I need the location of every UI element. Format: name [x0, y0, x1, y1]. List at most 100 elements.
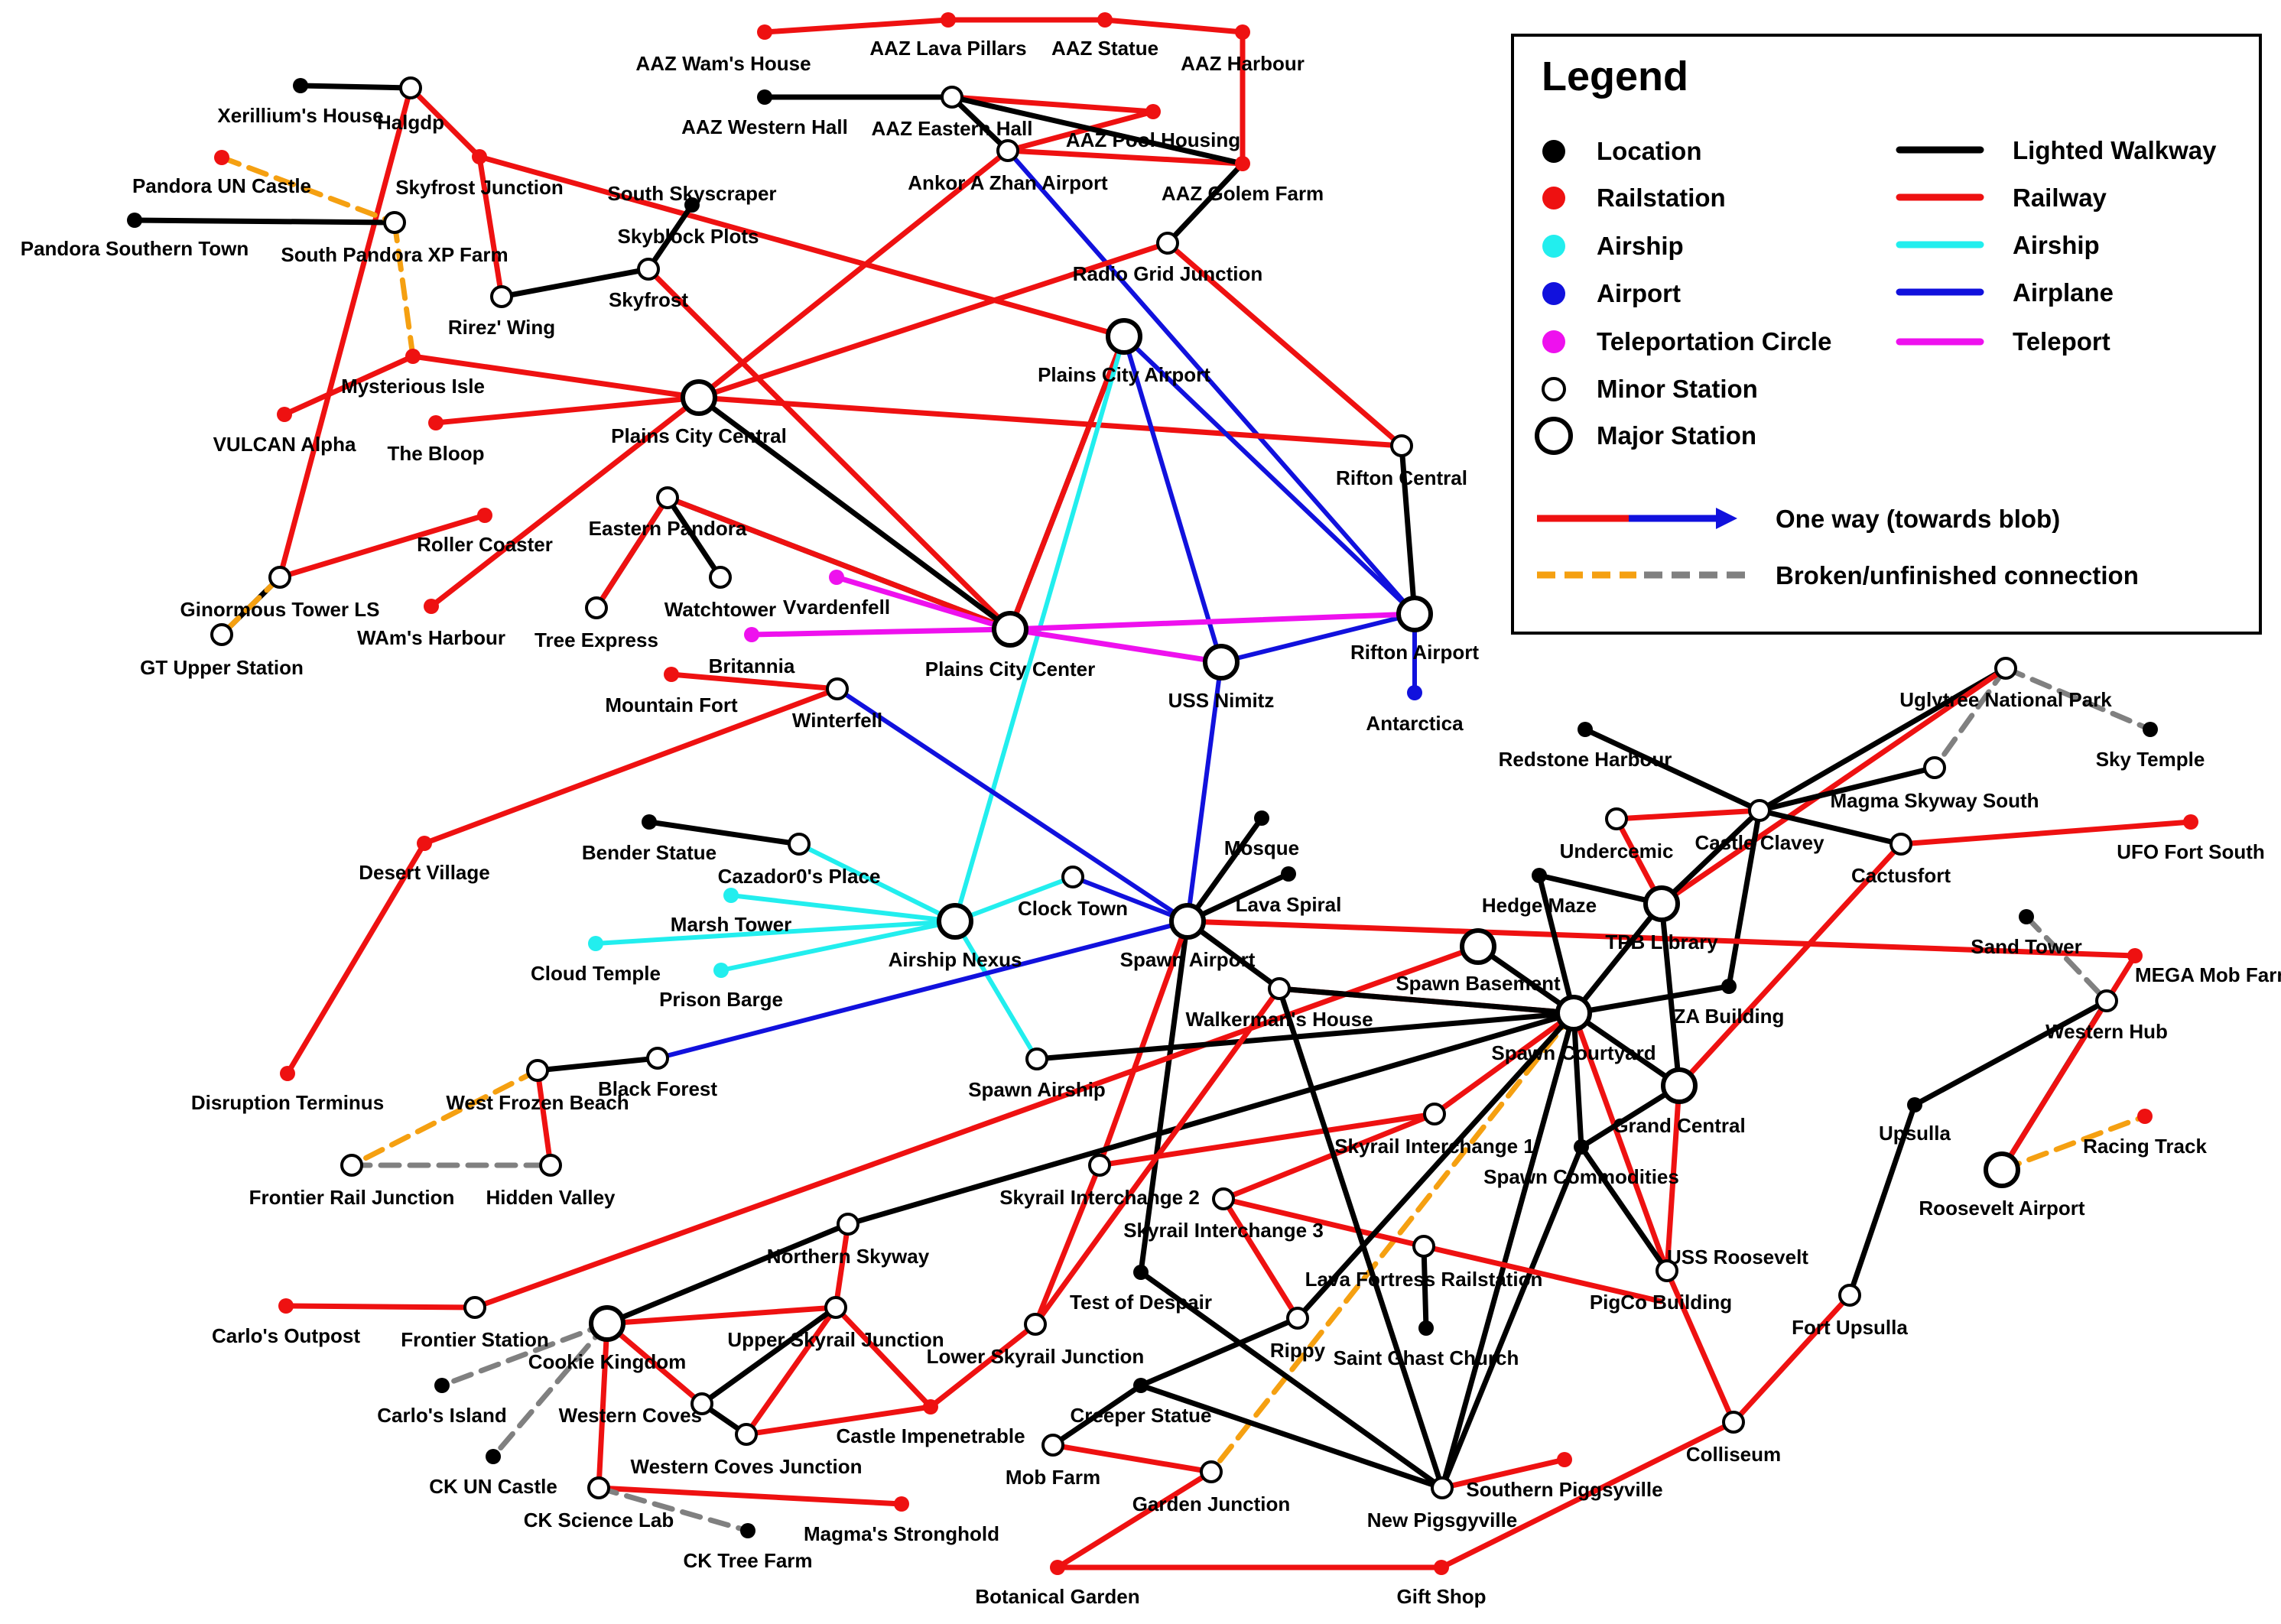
connection-walk-riftonc-riftonap: [1399, 443, 1418, 617]
connection-walk-sskys-skyfrost: [645, 202, 695, 272]
station-node-lavaspiral: [1281, 866, 1296, 882]
station-label-giftshop: Gift Shop: [1397, 1585, 1487, 1608]
station-label-botanical: Botanical Garden: [975, 1585, 1139, 1608]
station-label-britannia: Britannia: [709, 654, 795, 677]
station-node-bloop: [428, 415, 444, 430]
connection-walk-spawncomm-newpiggs: [1439, 1144, 1584, 1491]
station-node-britannia: [744, 627, 759, 642]
station-label-aazgf: AAZ Golem Farm: [1162, 182, 1324, 205]
connection-walk-clavey-zabuild: [1726, 807, 1763, 989]
station-label-roller: Roller Coaster: [417, 533, 553, 556]
connection-walk-rippy-spawncourt: [1295, 1010, 1577, 1321]
station-label-westcoves: Western Coves: [559, 1404, 702, 1427]
station-label-lowerskyrail: Lower Skyrail Junction: [927, 1345, 1145, 1368]
station-label-frontierrj: Frontier Rail Junction: [249, 1186, 455, 1209]
station-label-carlosisland: Carlo's Island: [377, 1404, 506, 1427]
connection-rail-aazwh-aazlp: [762, 17, 951, 35]
connection-rail-upperskyrail-westcovesj: [743, 1304, 839, 1437]
station-label-pigco: PigCo Building: [1590, 1291, 1732, 1314]
station-node-ckuncastle: [486, 1449, 501, 1464]
connection-rail-pcairport-pccenter: [1007, 333, 1127, 632]
connection-airship-marsh-airshipnexus: [729, 893, 957, 924]
station-label-hiddenvalley: Hidden Valley: [486, 1186, 616, 1209]
station-node-westernhub: [2095, 989, 2118, 1012]
connection-rail-cactusfort-grandcentral: [1676, 841, 1904, 1089]
station-node-watchtower: [709, 566, 732, 589]
station-node-pundc: [214, 150, 229, 165]
station-label-pccentral: Plains City Central: [611, 424, 787, 447]
connection-rail-undercemic-clavey: [1613, 807, 1763, 822]
station-node-pccenter: [992, 611, 1028, 648]
station-node-riftonc: [1390, 434, 1413, 457]
connection-rail-epandora-pccenter: [664, 495, 1013, 632]
connection-brokenorange-roosevelt-racing: [1999, 1113, 2148, 1173]
connection-walk-creeper-newpiggs: [1138, 1382, 1445, 1491]
station-label-wamharb: WAm's Harbour: [357, 626, 505, 649]
legend-item-railstation: Railstation: [1597, 184, 1726, 212]
station-label-sthpiggs: Southern Piggsyville: [1466, 1478, 1662, 1501]
connection-rail-skyfrost-pccenter: [645, 266, 1013, 632]
station-label-halg: Halgdp: [377, 111, 444, 134]
station-label-rirez: Rirez' Wing: [448, 316, 555, 339]
station-label-aazph: AAZ Pool Housing: [1066, 128, 1240, 151]
station-node-magmastrong: [894, 1496, 909, 1512]
teleport-symbol: [1542, 330, 1565, 353]
station-label-mosque: Mosque: [1224, 836, 1299, 859]
connection-rail-epandora-treeexp: [593, 495, 671, 611]
legend-item-teleport: Teleport: [2013, 327, 2110, 356]
connection-walk-mosque-spawnairport: [1184, 815, 1265, 924]
connection-air-nimitz-riftonap: [1219, 612, 1417, 664]
station-label-antarctica: Antarctica: [1366, 712, 1464, 735]
station-label-marsh: Marsh Tower: [671, 913, 791, 936]
connection-rail-pccentral-wamharb: [428, 395, 702, 609]
connection-rail-skyint2-lowerskyrail: [1032, 1162, 1103, 1327]
connection-brokenorange-spxp-mysisle: [392, 219, 416, 359]
connection-walk-lavaspiral-spawnairport: [1184, 871, 1292, 924]
station-node-hedgemaze: [1532, 868, 1547, 883]
connection-rail-mobfarm-gardenj: [1050, 1442, 1214, 1475]
connection-rail-winterfell-desert: [421, 686, 840, 846]
station-label-westfrozen: West Frozen Beach: [446, 1091, 629, 1114]
station-node-skyint3: [1212, 1187, 1235, 1210]
connection-airship-cazador-airshipnexus: [797, 842, 957, 924]
legend-item-railway: Railway: [2013, 184, 2107, 212]
station-label-grandcentral: Grand Central: [1613, 1114, 1745, 1137]
station-node-aazph: [1145, 104, 1161, 119]
station-node-desert: [417, 836, 432, 851]
station-label-uglytree: Uglytree National Park: [1899, 688, 2112, 711]
station-label-aazhb: AAZ Harbour: [1181, 52, 1305, 75]
station-label-aazwh: AAZ Wam's House: [635, 52, 811, 75]
connection-rail-lowerskyrail-walkerman: [1032, 986, 1282, 1327]
station-label-riftonap: Rifton Airport: [1350, 641, 1479, 664]
station-label-zabuild: ZA Building: [1674, 1005, 1785, 1028]
connection-rail-colliseum-fortupsulla: [1730, 1292, 1853, 1425]
station-label-xer: Xerillium's House: [217, 104, 383, 127]
connection-tele-pccenter-riftonap: [1007, 611, 1418, 632]
connection-brokenorange-pundc-spxp: [219, 154, 398, 226]
connection-rail-rgj-riftonc: [1165, 240, 1405, 449]
station-node-frontierrj: [340, 1154, 363, 1177]
connection-rail-spawnairport-megamob: [1184, 918, 2138, 959]
station-label-winterfell: Winterfell: [792, 709, 882, 732]
station-node-epandora: [656, 486, 679, 509]
airport-symbol: [1542, 282, 1565, 305]
connection-brokenorange-spawncourt-gardenj: [1208, 1010, 1577, 1475]
station-label-gtls: Ginormous Tower LS: [180, 598, 380, 621]
station-label-clocktown: Clock Town: [1018, 897, 1128, 920]
airship-symbol: [1542, 235, 1565, 258]
connection-brokengray-cookiekingdom-ckuncastle: [490, 1320, 610, 1460]
one-way-arrow-icon: [1716, 508, 1737, 529]
connection-walk-walkerman-newpiggs: [1276, 986, 1445, 1491]
station-label-bender: Bender Statue: [582, 841, 716, 864]
station-node-blackforest: [646, 1047, 669, 1070]
connection-walk-spawncomm-ussroosevelt: [1578, 1144, 1670, 1274]
station-node-creeper: [1133, 1378, 1149, 1393]
station-node-gardenj: [1200, 1460, 1223, 1483]
station-label-gtupper: GT Upper Station: [140, 656, 304, 679]
station-node-westcoves: [690, 1392, 713, 1415]
connection-rail-halg-skyfj: [408, 85, 483, 160]
station-label-pccenter: Plains City Center: [925, 658, 1096, 680]
connection-air-pcairport-nimitz: [1122, 334, 1223, 664]
station-label-hedgemaze: Hedge Maze: [1482, 894, 1597, 917]
